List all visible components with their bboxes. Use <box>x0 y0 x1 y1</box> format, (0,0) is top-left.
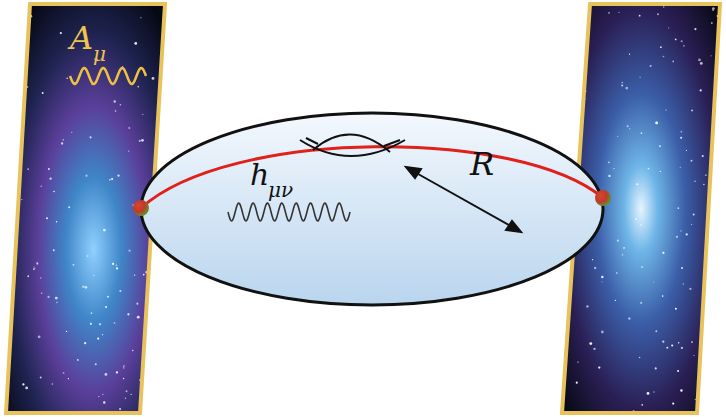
radius-label: R <box>470 148 494 180</box>
field-symbol: A <box>70 22 93 54</box>
endpoint-dot <box>595 190 611 206</box>
handle-symbol <box>300 134 405 156</box>
wormhole-ellipse <box>141 113 603 305</box>
gauge-wave <box>70 68 146 84</box>
left-galaxy-panel <box>0 0 170 416</box>
geodesic-arc <box>141 147 603 208</box>
radius-arrow <box>406 167 521 232</box>
field-symbol: h <box>250 160 269 190</box>
graviton-wave <box>228 203 350 221</box>
endpoint-dot <box>133 200 149 216</box>
field-subscript: μν <box>268 180 293 200</box>
field-subscript: μ <box>93 44 106 64</box>
